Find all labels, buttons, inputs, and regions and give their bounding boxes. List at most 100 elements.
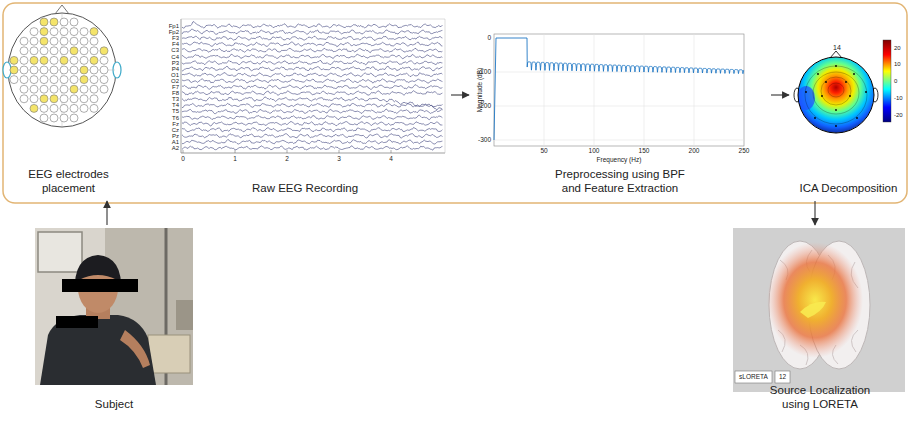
electrode xyxy=(60,104,68,112)
electrode xyxy=(70,95,78,103)
grid-line xyxy=(494,106,744,107)
image-panel: Source Localization using LORETA xyxy=(733,226,907,416)
tick-label: 250 xyxy=(739,148,750,155)
axis xyxy=(181,19,445,20)
electrode xyxy=(40,85,48,93)
tick-label: 200 xyxy=(689,148,700,155)
contour xyxy=(805,66,867,124)
grid-line xyxy=(694,34,695,146)
head-diagram xyxy=(3,5,121,127)
eeg-trace xyxy=(182,146,442,150)
method-tag: sLORETA xyxy=(739,374,768,381)
figure-panel: ICA Decomposition xyxy=(790,30,907,200)
electrode-dot xyxy=(856,117,858,119)
electrode xyxy=(80,47,88,55)
electrode xyxy=(70,66,78,74)
channel-name: F3 xyxy=(172,35,179,41)
flow-arrow xyxy=(106,201,107,225)
electrode xyxy=(60,18,68,26)
axis xyxy=(181,19,182,153)
channel-name: T4 xyxy=(172,102,179,108)
electrode xyxy=(90,66,98,74)
electrode-dot xyxy=(849,95,851,97)
electrode xyxy=(100,47,108,55)
electrode xyxy=(80,28,88,36)
arm xyxy=(120,330,150,368)
device-box xyxy=(148,335,190,373)
loreta-image xyxy=(733,228,905,392)
flow-arrow xyxy=(451,94,469,95)
electrode-dots xyxy=(805,65,867,127)
electrode xyxy=(90,104,98,112)
filter-response-plot xyxy=(494,34,744,146)
electrode-dot xyxy=(805,91,807,93)
electrode xyxy=(60,95,68,103)
electrode xyxy=(50,47,58,55)
electrode-dot xyxy=(853,73,855,75)
photo-panel: Subject xyxy=(35,226,193,416)
electrode xyxy=(100,66,108,74)
privacy-bar xyxy=(56,316,98,328)
electrode xyxy=(30,104,38,112)
axis xyxy=(181,153,445,154)
topo-map xyxy=(798,57,874,133)
topo-fill xyxy=(797,57,874,133)
pipeline-band xyxy=(3,3,907,203)
channel-name: T6 xyxy=(172,115,179,121)
eeg-trace xyxy=(182,109,442,114)
electrode xyxy=(30,37,38,45)
electrode-dot xyxy=(835,65,837,67)
channel-name: Fp1 xyxy=(169,23,179,29)
colorbar-tick: -20 xyxy=(894,112,903,118)
electrode xyxy=(20,95,28,103)
electrode xyxy=(60,76,68,84)
electrode xyxy=(20,76,28,84)
electrode xyxy=(50,37,58,45)
electrode xyxy=(60,114,68,122)
electrode xyxy=(30,28,38,36)
figure-panel: EEG electrodes placement xyxy=(2,10,135,200)
colorbar-tick: 20 xyxy=(894,45,901,51)
electrode xyxy=(40,114,48,122)
electrode xyxy=(20,66,28,74)
eeg-trace xyxy=(182,73,442,77)
electrode-dot xyxy=(821,95,823,97)
eeg-trace xyxy=(182,97,442,109)
electrode xyxy=(60,47,68,55)
electrode xyxy=(90,76,98,84)
electrode xyxy=(50,76,58,84)
eeg-traces xyxy=(182,22,442,153)
flow-arrow xyxy=(771,94,789,95)
grid-line xyxy=(544,34,545,146)
eeg-trace xyxy=(182,91,442,96)
electrode-dot xyxy=(814,117,816,119)
grid-line xyxy=(644,34,645,146)
contour xyxy=(828,83,844,97)
electrode xyxy=(70,85,78,93)
eeg-trace xyxy=(182,79,442,83)
contour xyxy=(821,77,851,105)
activation-peak xyxy=(800,302,826,318)
electrode xyxy=(30,76,38,84)
electrode xyxy=(60,85,68,93)
panel-caption: ICA Decomposition xyxy=(800,182,898,196)
tick xyxy=(287,150,288,153)
electrode xyxy=(50,85,58,93)
electrode xyxy=(90,95,98,103)
electrode xyxy=(40,37,48,45)
electrode xyxy=(90,37,98,45)
electrode-dot xyxy=(865,91,867,93)
figure-panel: Preprocessing using BPF and Feature Extr… xyxy=(470,25,770,200)
tick-label: 50 xyxy=(540,148,547,155)
subject-photo xyxy=(35,228,193,385)
electrode xyxy=(70,18,78,26)
eeg-trace xyxy=(182,36,442,40)
electrodes xyxy=(10,18,108,122)
colorbar-tick: 0 xyxy=(894,78,897,84)
electrode-dot xyxy=(835,125,837,127)
torso xyxy=(40,315,156,385)
tick-label: 150 xyxy=(639,148,650,155)
